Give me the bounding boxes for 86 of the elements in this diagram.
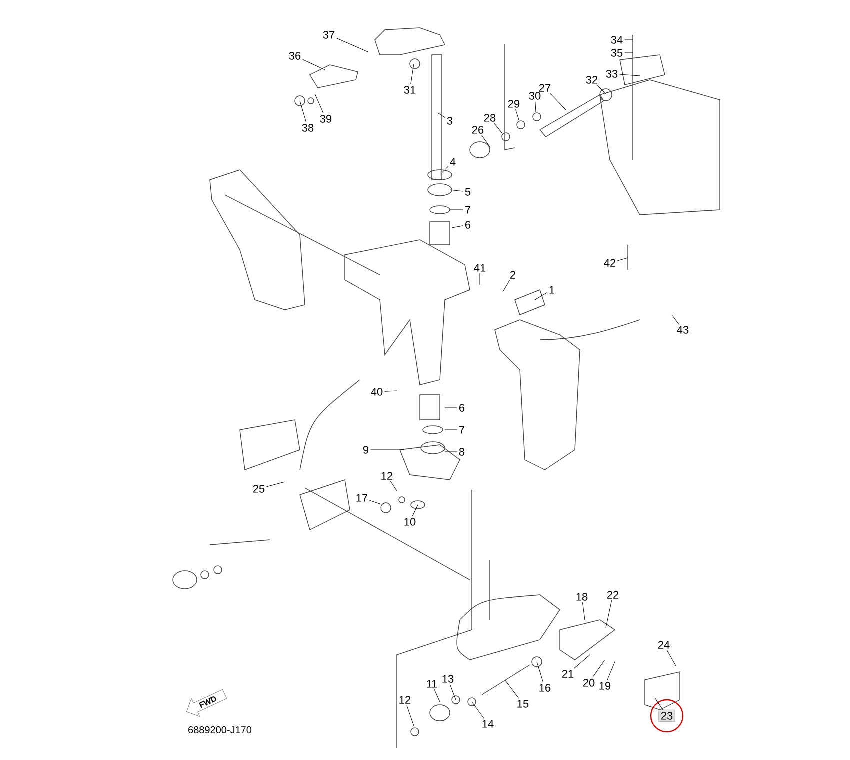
callout-number: 17 (356, 494, 368, 502)
leader-line (607, 662, 616, 681)
callout-number: 25 (253, 485, 265, 493)
callout-number: 34 (611, 36, 623, 44)
leader-line (597, 85, 606, 94)
leader-line (302, 59, 326, 70)
leader-line (314, 94, 324, 114)
callout-number: 28 (484, 114, 496, 122)
callout-number: 38 (302, 124, 314, 132)
callout-number: 32 (586, 76, 598, 84)
leader-line (550, 93, 566, 110)
callout-number: 31 (404, 86, 416, 94)
callout-number: 36 (289, 52, 301, 60)
leader-line (574, 654, 590, 669)
leader-line (592, 660, 606, 678)
callout-number: 6 (460, 404, 465, 412)
part-number: 6889200-J170 (188, 726, 252, 734)
leader-line (504, 680, 520, 699)
leader-line (534, 292, 548, 300)
leader-line (438, 112, 446, 118)
leader-line (624, 52, 634, 54)
callout-number: 23 (658, 710, 676, 722)
callout-number: 7 (466, 206, 471, 214)
leader-line (300, 100, 307, 123)
leader-line (618, 258, 628, 262)
leader-line (390, 481, 398, 492)
leader-line (494, 123, 502, 134)
callout-number: 10 (404, 518, 416, 526)
callout-number: 29 (508, 100, 520, 108)
callout-number: 21 (562, 670, 574, 678)
leader-line (672, 314, 680, 325)
leader-line (535, 101, 536, 112)
callout-number: 41 (474, 264, 486, 272)
callout-number: 15 (518, 700, 529, 708)
callout-number: 20 (583, 679, 595, 687)
callout-number: 1 (550, 286, 555, 294)
leader-line (666, 650, 676, 666)
leader-line (450, 684, 456, 700)
leader-line (502, 280, 510, 292)
leader-line (412, 504, 418, 517)
leader-line (482, 135, 490, 148)
callout-number: 30 (529, 92, 541, 100)
leader-line (582, 602, 586, 620)
callout-number: 16 (540, 684, 551, 692)
leader-line (266, 482, 286, 488)
leader-line (406, 705, 414, 726)
leader-line (336, 38, 368, 52)
leader-line (370, 500, 380, 504)
callout-number: 4 (450, 158, 456, 166)
callout-number: 22 (607, 591, 619, 599)
leader-line (620, 74, 640, 76)
callout-number: 27 (539, 84, 551, 92)
leader-line (654, 698, 664, 710)
callout-number: 39 (320, 115, 332, 123)
leader-line (384, 390, 398, 392)
callout-number: 19 (600, 682, 611, 690)
callout-number: 42 (604, 259, 616, 267)
callout-number: 12 (400, 696, 411, 704)
callout-number: 43 (677, 326, 689, 334)
callout-number: 7 (460, 426, 465, 434)
callout-number: 33 (606, 70, 618, 78)
callout-number: 26 (472, 126, 484, 134)
leader-line (410, 64, 414, 85)
callout-number: 13 (442, 675, 454, 683)
callout-number: 5 (465, 188, 471, 196)
callout-number: 14 (482, 720, 494, 728)
callout-number: 37 (323, 31, 335, 39)
leader-line (450, 190, 464, 192)
callout-number: 12 (382, 472, 393, 480)
leader-line (434, 689, 440, 702)
callout-number: 24 (658, 641, 670, 649)
callout-number: 2 (510, 271, 516, 279)
callout-number: 8 (459, 448, 465, 456)
callout-number: 3 (447, 117, 453, 125)
callout-number: 18 (576, 593, 588, 601)
callout-number: 9 (363, 446, 369, 454)
leader-line (536, 662, 544, 683)
leader-line (472, 702, 484, 719)
leader-line (452, 226, 464, 228)
callout-number: 11 (427, 680, 438, 688)
leader-line (440, 166, 448, 176)
callout-number: 40 (371, 388, 383, 396)
leader-line (606, 600, 612, 628)
leader-line (516, 109, 520, 120)
callout-number: 35 (611, 49, 623, 57)
callout-number: 6 (466, 221, 471, 229)
